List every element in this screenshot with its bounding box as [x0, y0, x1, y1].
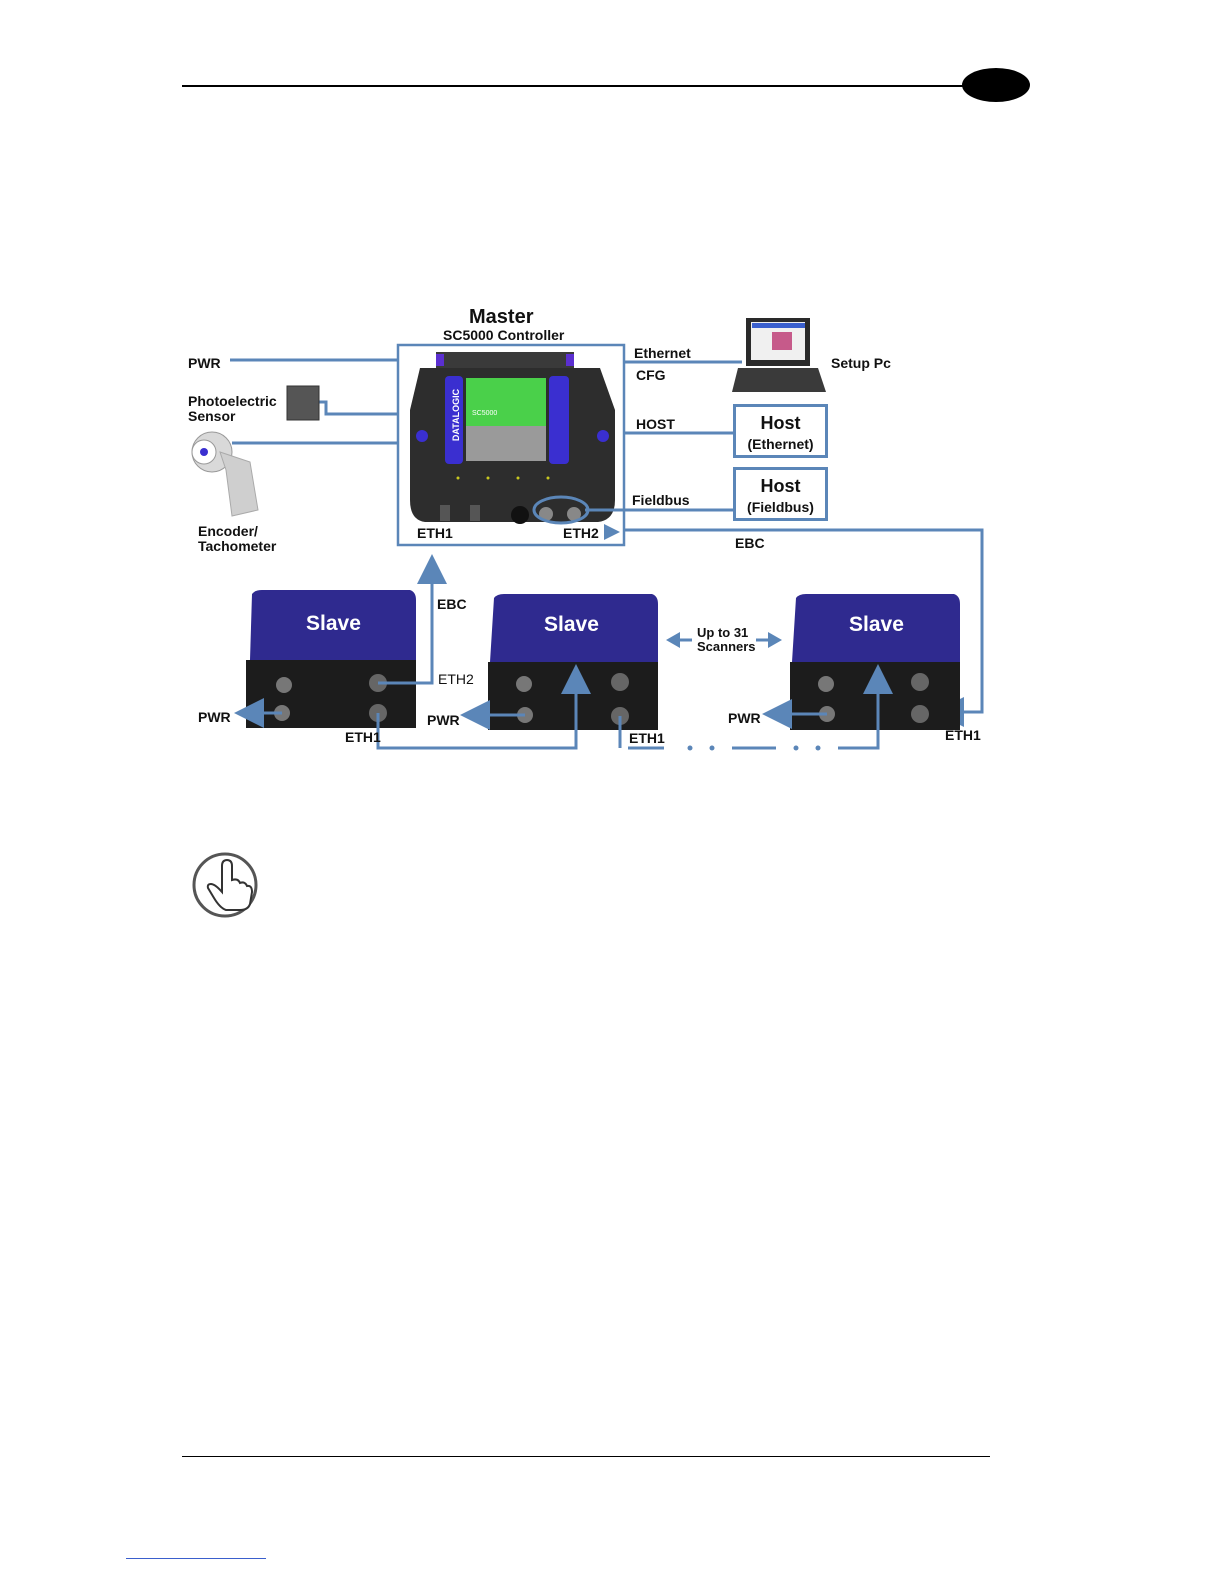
master-device	[410, 352, 615, 524]
slave-2-eth1-label: ETH1	[629, 731, 665, 746]
slave-2-title: Slave	[544, 613, 599, 636]
slave-1-eth1-label: ETH1	[345, 730, 381, 745]
host-link-label: HOST	[636, 417, 675, 432]
slave-1-eth2-label: ETH2	[438, 672, 474, 687]
host-fieldbus-subtitle: (Fieldbus)	[736, 499, 825, 515]
slave-3-pwr-label: PWR	[728, 711, 761, 726]
master-eth1-label: ETH1	[417, 526, 453, 541]
master-eth2-label: ETH2	[563, 526, 599, 541]
encoder-label: Encoder/ Tachometer	[198, 524, 276, 554]
scanner-count-label: Up to 31 Scanners	[697, 626, 756, 654]
master-screen-label: SC5000	[472, 410, 497, 417]
host-fieldbus-box: Host (Fieldbus)	[733, 467, 828, 521]
encoder-image	[192, 432, 258, 516]
slave-1-title: Slave	[306, 612, 361, 635]
photoelectric-sensor-label: Photoelectric Sensor	[188, 394, 277, 424]
master-brand-label: DATALOGIC	[451, 385, 461, 445]
slave-2-device: Slave	[488, 594, 658, 730]
master-subtitle: SC5000 Controller	[443, 328, 564, 343]
host-ethernet-box: Host (Ethernet)	[733, 404, 828, 458]
master-side-panel-right	[549, 376, 569, 464]
photoelectric-sensor-image	[287, 386, 319, 420]
host-fieldbus-title: Host	[736, 476, 825, 497]
master-title: Master	[469, 306, 533, 328]
fieldbus-link-label: Fieldbus	[632, 493, 690, 508]
pwr-input-label: PWR	[188, 356, 221, 371]
slave-2-pwr-label: PWR	[427, 713, 460, 728]
hand-pointer-icon	[194, 854, 256, 916]
slave-1-pwr-label: PWR	[198, 710, 231, 725]
slave-3-device: Slave	[790, 594, 960, 730]
setup-pc-label: Setup Pc	[831, 356, 891, 371]
master-screen	[466, 378, 546, 426]
slave-3-title: Slave	[849, 613, 904, 636]
host-ethernet-title: Host	[736, 413, 825, 434]
slave-1-device: Slave	[246, 590, 416, 728]
ebc-right-label: EBC	[735, 536, 765, 551]
host-ethernet-subtitle: (Ethernet)	[736, 436, 825, 452]
ebc-left-label: EBC	[437, 597, 467, 612]
ethernet-link-label: Ethernet	[634, 346, 691, 361]
laptop-image	[732, 318, 826, 392]
slave-3-eth1-label: ETH1	[945, 728, 981, 743]
cfg-link-label: CFG	[636, 368, 666, 383]
